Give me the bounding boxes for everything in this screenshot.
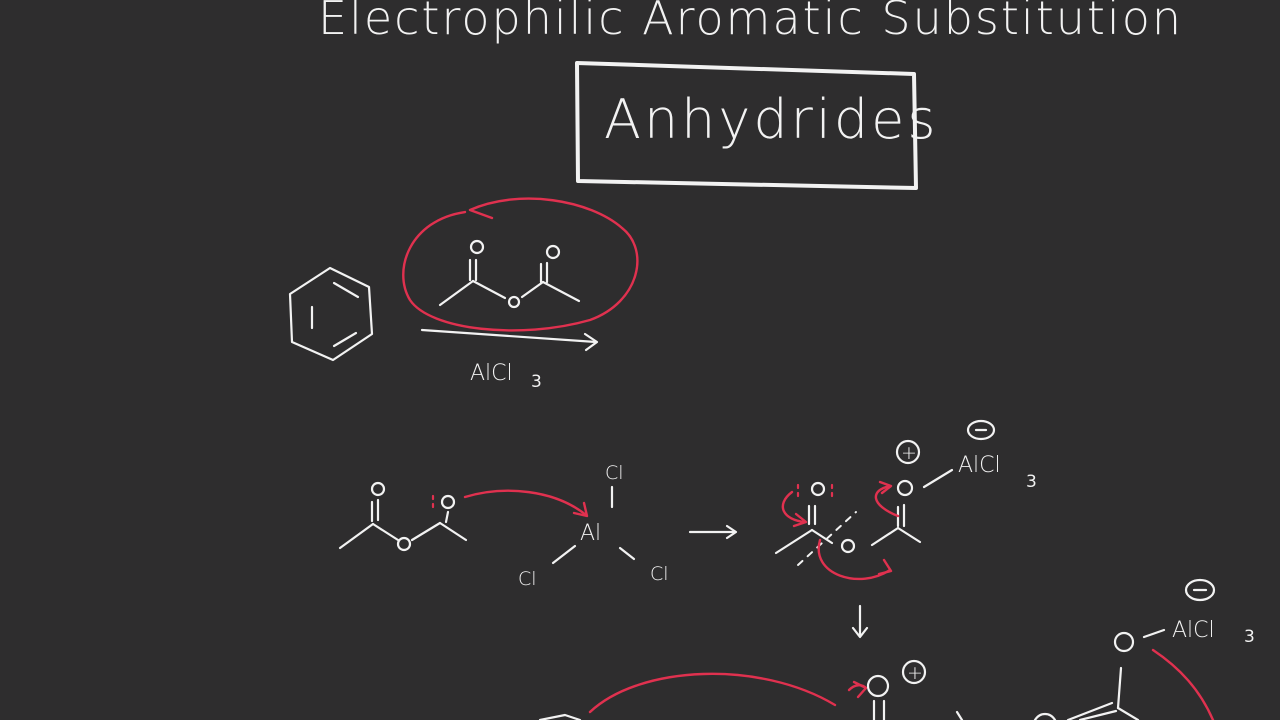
bottom-products: + AlCl 3 <box>538 578 1255 720</box>
alcl3-bottom: AlCl <box>1172 618 1215 643</box>
alcl3-structure: Cl Al Cl Cl <box>518 462 669 590</box>
cl-top: Cl <box>605 462 624 484</box>
al-center: Al <box>580 521 601 546</box>
anhydrides-label: Anhydrides <box>604 88 938 151</box>
anhydrides-box: Anhydrides <box>575 61 938 190</box>
benzene-ring <box>288 266 374 362</box>
reaction-arrow-top: AlCl 3 <box>420 328 599 392</box>
cl-right: Cl <box>650 563 669 585</box>
reagent-alcl3: AlCl <box>470 361 513 386</box>
reaction-arrow-down <box>851 604 869 639</box>
alcl3-complex: AlCl <box>958 453 1001 478</box>
anhydride-middle <box>338 481 589 552</box>
lewis-complex: + AlCl 3 <box>774 419 1037 581</box>
reaction-arrow-middle <box>688 524 738 540</box>
anhydride-top <box>402 197 639 332</box>
alcl3-bottom-sub: 3 <box>1244 627 1255 647</box>
cl-left: Cl <box>518 568 537 590</box>
plus-charge-1: + <box>901 442 917 464</box>
plus-charge-2: + <box>907 662 923 684</box>
page-title: Electrophilic Aromatic Substitution <box>318 0 1183 45</box>
alcl3-complex-sub: 3 <box>1026 472 1037 492</box>
reagent-alcl3-subscript: 3 <box>531 372 542 392</box>
